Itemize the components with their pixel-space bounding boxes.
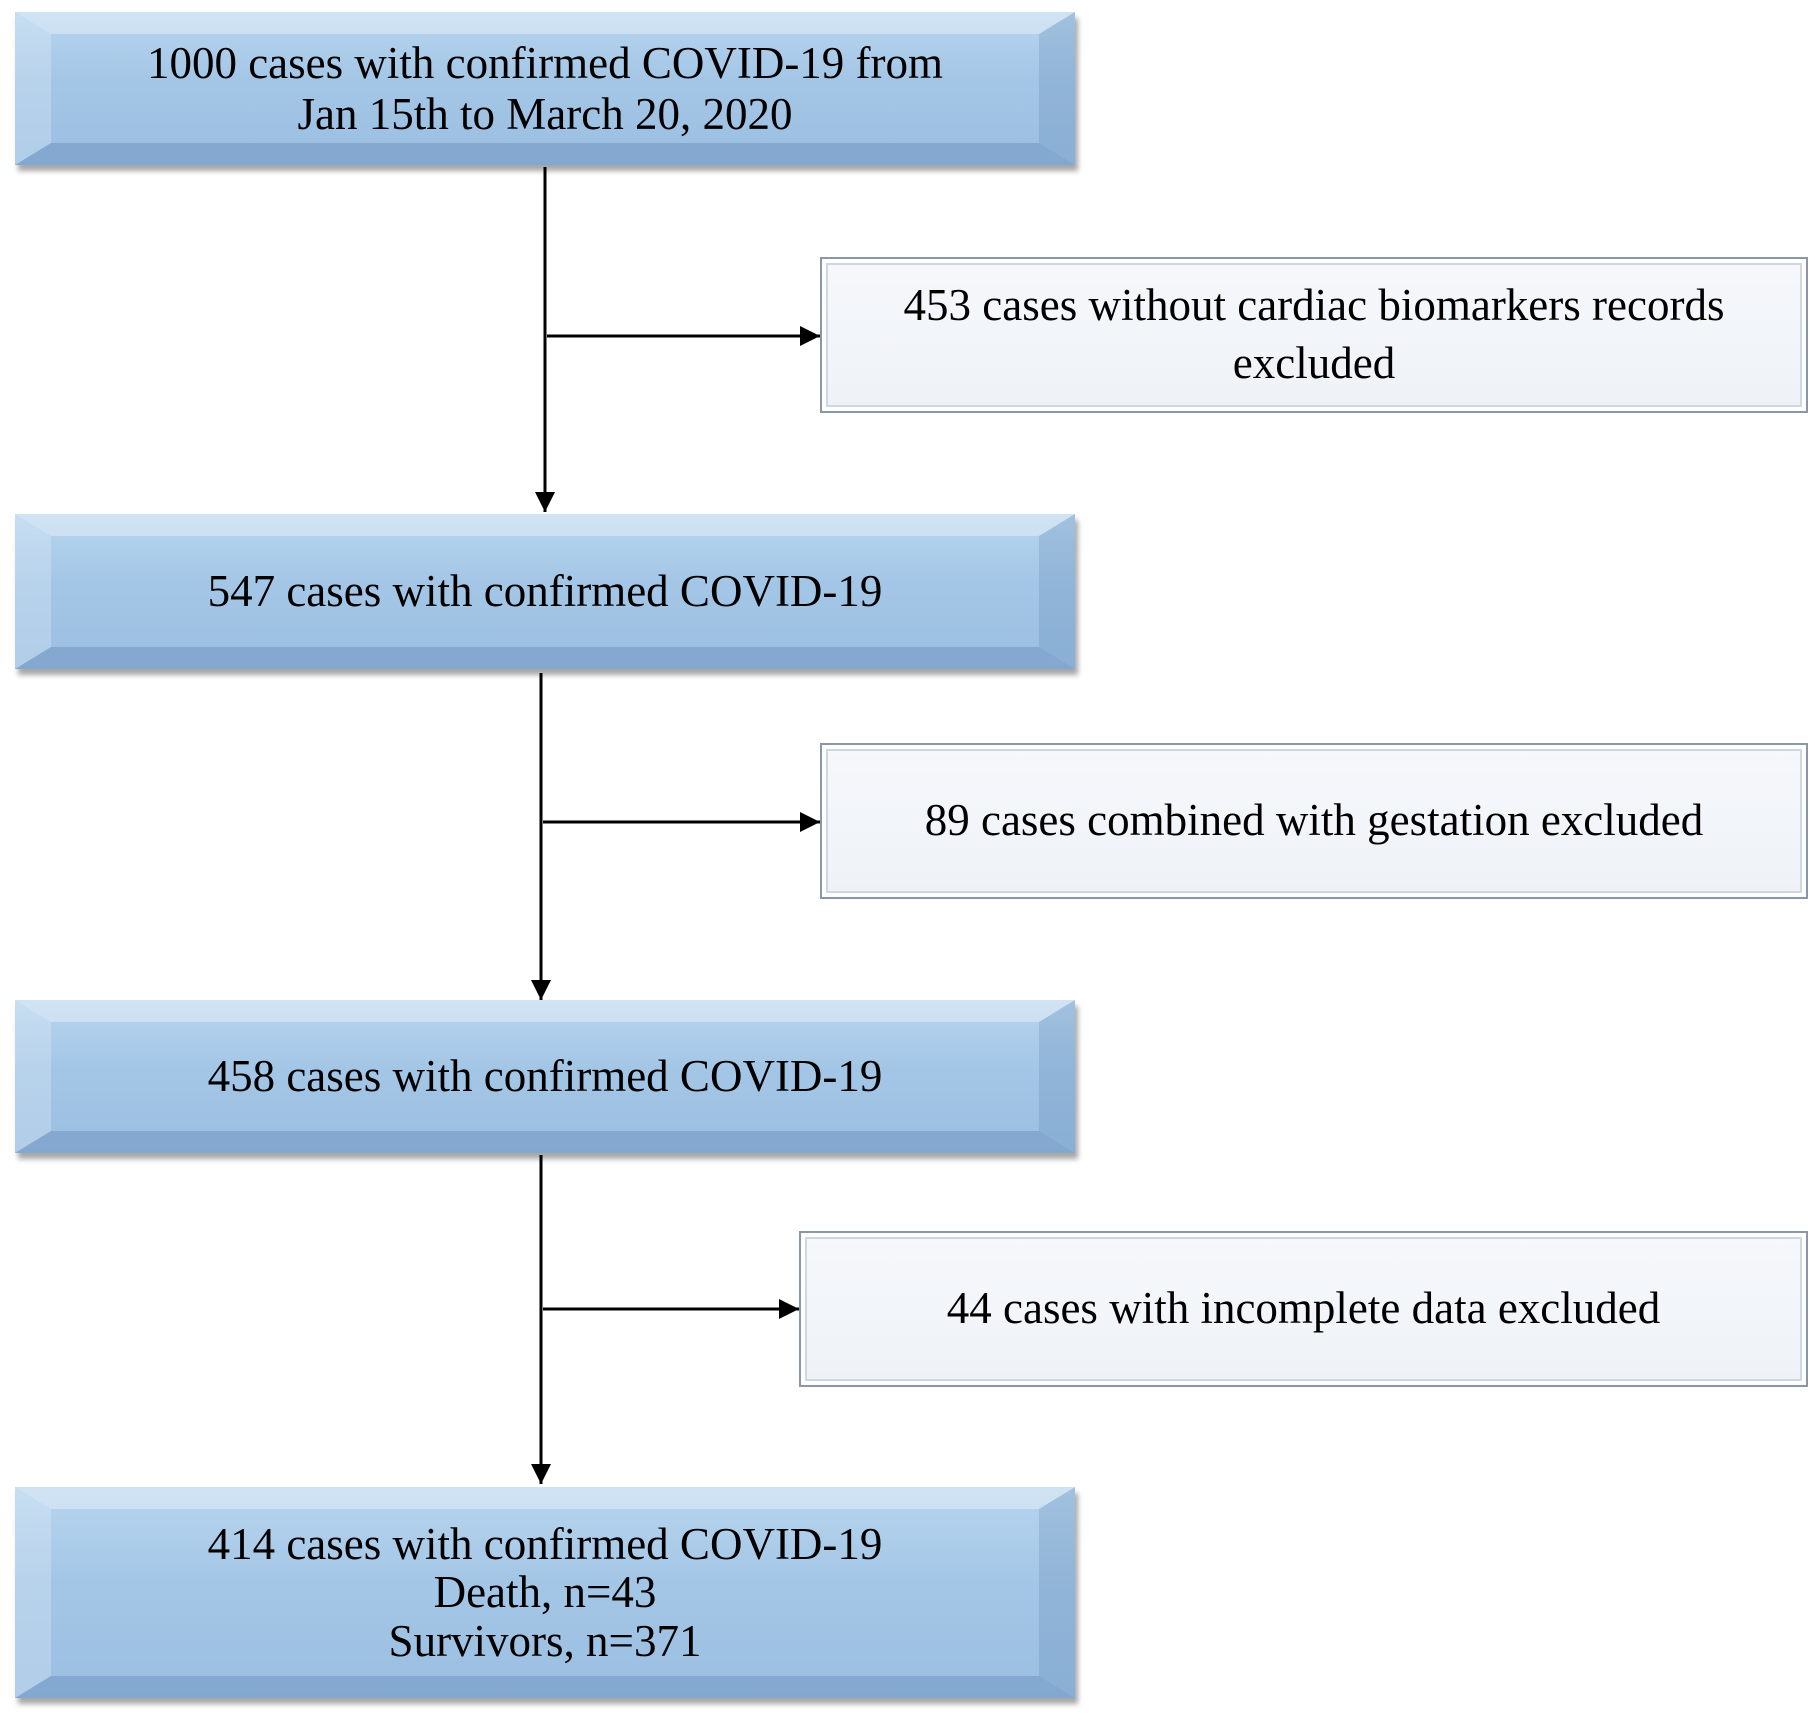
step-text-line: Jan 15th to March 20, 2020 [297, 88, 793, 139]
exclusion-text-line: excluded [1232, 338, 1396, 388]
step-text-line: Death, n=43 [433, 1567, 657, 1618]
exclusion-box-incomplete-data: 44 cases with incomplete data excluded [799, 1231, 1808, 1387]
exclusion-box-biomarkers: 453 cases without cardiac biomarkers rec… [820, 257, 1808, 413]
exclusion-text-line: 453 cases without cardiac biomarkers rec… [903, 280, 1725, 331]
step-text-line: Survivors, n=371 [388, 1615, 702, 1666]
step-text-line: 414 cases with confirmed COVID-19 [207, 1518, 883, 1569]
step-box-after-gestation-exclusion: 458 cases with confirmed COVID-19 [15, 1000, 1075, 1153]
step-text-line: 547 cases with confirmed COVID-19 [207, 566, 883, 617]
exclusion-text-line: 44 cases with incomplete data excluded [946, 1283, 1661, 1334]
step-box-final-cohort: 414 cases with confirmed COVID-19 Death,… [15, 1487, 1075, 1698]
step-text-line: 458 cases with confirmed COVID-19 [207, 1051, 883, 1102]
exclusion-text-line: 89 cases combined with gestation exclude… [924, 795, 1704, 846]
step-text-line: 1000 cases with confirmed COVID-19 from [146, 37, 944, 88]
exclusion-box-gestation: 89 cases combined with gestation exclude… [820, 743, 1808, 899]
step-box-after-biomarker-exclusion: 547 cases with confirmed COVID-19 [15, 514, 1075, 669]
step-box-initial-cohort: 1000 cases with confirmed COVID-19 from … [15, 12, 1075, 165]
